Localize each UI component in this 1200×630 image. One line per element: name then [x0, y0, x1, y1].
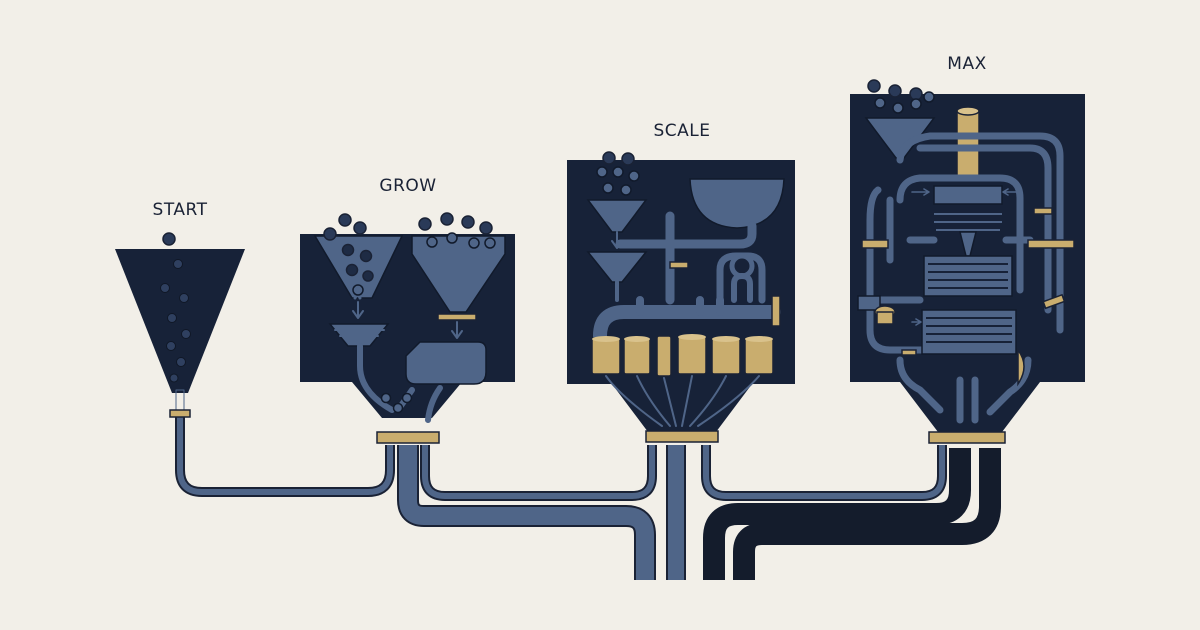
coupling-icon: [928, 431, 1006, 444]
pipe-network: [175, 415, 1001, 580]
feed-ball: [162, 232, 176, 246]
gear-icon: [716, 252, 766, 304]
coupling-icon: [169, 409, 191, 418]
max-machine: [850, 79, 1085, 444]
scale-machine: [567, 151, 795, 443]
stage-label-max: MAX: [947, 54, 987, 74]
coupling-icon: [376, 431, 440, 444]
start-hopper: [115, 232, 245, 418]
coupling-icon: [645, 430, 719, 443]
grow-machine: [300, 212, 515, 444]
stage-label-start: START: [152, 200, 208, 220]
stage-label-scale: SCALE: [653, 121, 711, 141]
stage-label-grow: GROW: [379, 176, 437, 196]
